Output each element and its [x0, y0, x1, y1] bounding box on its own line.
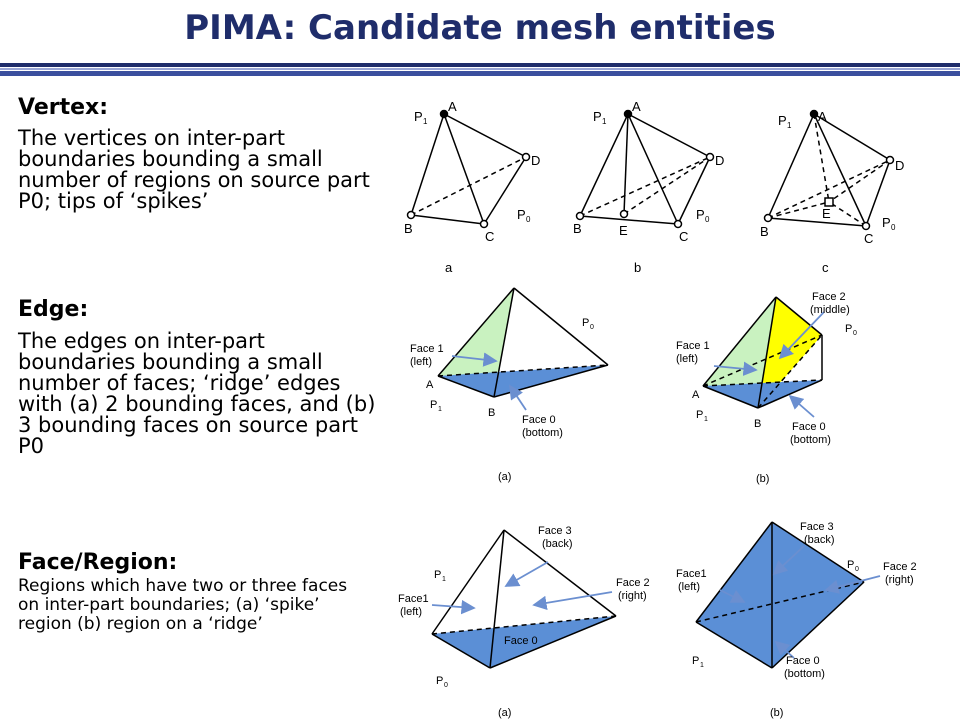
- label-face1-2b: Face 1: [676, 340, 710, 352]
- label-p1-b: P: [593, 109, 602, 124]
- label-left-3b: (left): [678, 581, 700, 593]
- label-face0-3a: Face 0: [504, 635, 538, 647]
- label-b-c: B: [760, 224, 769, 239]
- label-p1-2a: P: [430, 399, 437, 411]
- label-a: A: [448, 99, 457, 114]
- label-p1-c-sub: 1: [787, 121, 792, 130]
- label-p1-2a-sub: 1: [438, 406, 442, 413]
- label-left-3a: (left): [400, 606, 422, 618]
- title-divider: [0, 63, 960, 76]
- label-face1-2a: Face 1: [410, 343, 444, 355]
- label-right-3a: (right): [618, 590, 647, 602]
- label-face2-2b: Face 2: [812, 291, 846, 303]
- label-left-2b: (left): [676, 353, 698, 365]
- label-p1-c: P: [778, 113, 787, 128]
- label-face2-3a: Face 2: [616, 577, 650, 589]
- label-p0-3a: P: [436, 675, 443, 687]
- label-bottom-2b: (bottom): [790, 434, 831, 446]
- label-p0-2b: P: [845, 323, 852, 335]
- label-p1-2b-sub: 1: [704, 416, 708, 423]
- vertex-diagram-b: [575, 109, 715, 229]
- slide-title: PIMA: Candidate mesh entities: [184, 8, 776, 48]
- caption-2b: (b): [756, 473, 769, 485]
- label-face0-2a: Face 0: [522, 414, 556, 426]
- mesh-entity-diagrams: P 1 A D B C P 0 a P 1 A D B E C P 0 b: [398, 99, 917, 719]
- edge-heading: Edge:: [18, 297, 89, 322]
- label-a-b: A: [632, 99, 641, 114]
- label-p1: P: [414, 109, 423, 124]
- caption-3b: (b): [770, 707, 783, 719]
- label-p1-3a-sub: 1: [442, 576, 446, 583]
- label-face0-3b: Face 0: [786, 655, 820, 667]
- region-diagram-b: [695, 521, 881, 669]
- label-d: D: [531, 153, 540, 168]
- label-p0: P: [517, 207, 526, 222]
- label-e-c: E: [822, 206, 831, 221]
- edge-diagram-b: [702, 296, 825, 418]
- label-back-3a: (back): [542, 538, 573, 550]
- label-p0-3b-sub: 0: [855, 566, 859, 573]
- label-middle-2b: (middle): [810, 304, 850, 316]
- label-p0-2a-sub: 0: [590, 324, 594, 331]
- vertex-diagram-a: [406, 109, 531, 229]
- label-p0-2b-sub: 0: [853, 330, 857, 337]
- face-region-text: Regions which have two or three faces on…: [18, 576, 348, 634]
- label-p0-b-sub: 0: [705, 215, 710, 224]
- label-face1-3a: Face1: [398, 593, 429, 605]
- label-d-c: D: [895, 158, 904, 173]
- label-p0-3b: P: [847, 559, 854, 571]
- label-p1-3a: P: [434, 569, 441, 581]
- edge-diagram-a: [437, 287, 609, 411]
- label-face2-3b: Face 2: [883, 561, 917, 573]
- label-c: C: [485, 229, 494, 244]
- label-p0-sub: 0: [526, 215, 531, 224]
- label-p0-3a-sub: 0: [444, 682, 448, 689]
- caption-c: c: [822, 260, 829, 275]
- caption-b: b: [634, 260, 641, 275]
- label-c-b: C: [679, 229, 688, 244]
- label-face3-3a: Face 3: [538, 525, 572, 537]
- label-left-2a: (left): [410, 356, 432, 368]
- label-a-2a: A: [426, 379, 434, 391]
- caption-3a: (a): [498, 707, 511, 719]
- label-face0-2b: Face 0: [792, 421, 826, 433]
- region-diagram-a: [431, 529, 617, 669]
- label-face1-3b: Face1: [676, 568, 707, 580]
- label-right-3b: (right): [885, 574, 914, 586]
- label-bottom-3b: (bottom): [784, 668, 825, 680]
- caption-2a: (a): [498, 471, 511, 483]
- label-p0-c: P: [882, 215, 891, 230]
- label-p1-3b-sub: 1: [700, 662, 704, 669]
- label-p1-b-sub: 1: [602, 117, 607, 126]
- label-a-c: A: [818, 109, 827, 124]
- vertex-text: The vertices on inter-part boundaries bo…: [18, 126, 370, 213]
- vertex-diagram-c: [763, 109, 895, 231]
- label-p1-sub: 1: [423, 117, 428, 126]
- label-p0-b: P: [696, 207, 705, 222]
- label-p1-2b: P: [696, 409, 703, 421]
- label-p0-2a: P: [582, 317, 589, 329]
- label-back-3b: (back): [804, 534, 835, 546]
- vertex-heading: Vertex:: [18, 95, 109, 120]
- label-face3-3b: Face 3: [800, 521, 834, 533]
- label-b-b: B: [573, 221, 582, 236]
- label-p1-3b: P: [692, 655, 699, 667]
- label-b-2a: B: [488, 407, 495, 419]
- face-region-heading: Face/Region:: [18, 550, 178, 575]
- label-p0-c-sub: 0: [891, 223, 896, 232]
- label-b: B: [404, 221, 413, 236]
- label-b-2b: B: [754, 418, 761, 430]
- label-e-b: E: [619, 223, 628, 238]
- label-c-c: C: [864, 231, 873, 246]
- edge-text: The edges on inter-part boundaries bound…: [18, 329, 376, 458]
- label-bottom-2a: (bottom): [522, 427, 563, 439]
- label-d-b: D: [715, 153, 724, 168]
- label-a-2b: A: [692, 389, 700, 401]
- caption-a: a: [445, 260, 453, 275]
